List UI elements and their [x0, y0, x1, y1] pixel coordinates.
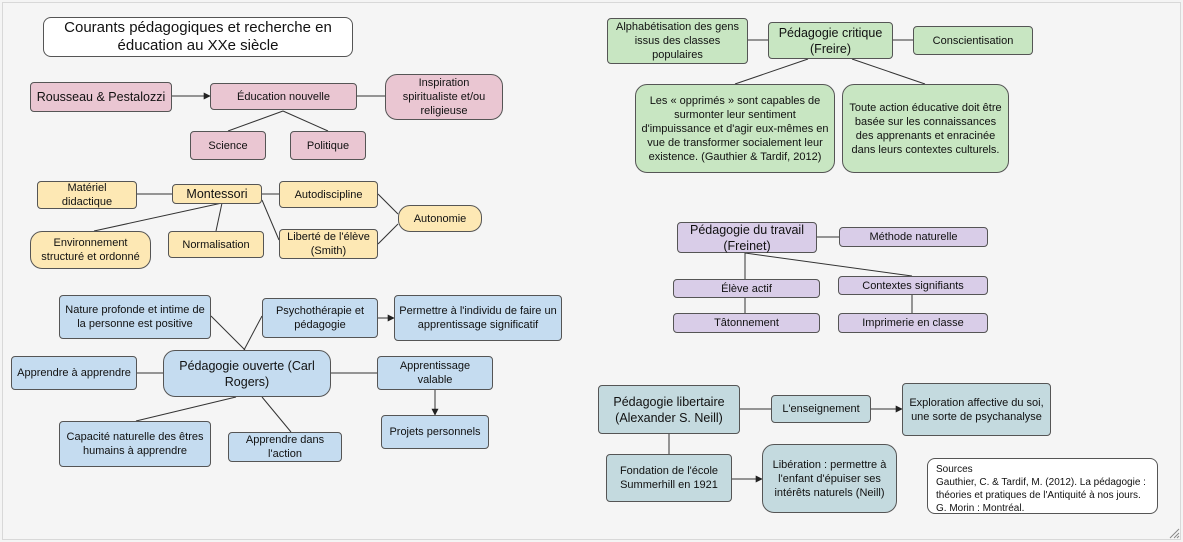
node-pedagogie-critique-freire: Pédagogie critique (Freire) [768, 22, 893, 59]
node-permettre-apprentissage: Permettre à l'individu de faire un appre… [394, 295, 562, 341]
node-liberte-eleve: Liberté de l'élève (Smith) [279, 229, 378, 259]
node-capacite-naturelle: Capacité naturelle des êtres humains à a… [59, 421, 211, 467]
node-environnement: Environnement structuré et ordonné [30, 231, 151, 269]
node-exploration-affective: Exploration affective du soi, une sorte … [902, 383, 1051, 436]
node-autonomie: Autonomie [398, 205, 482, 232]
node-materiel-didactique: Matériel didactique [37, 181, 137, 209]
sources-heading: Sources [936, 464, 973, 475]
node-pedagogie-ouverte-rogers: Pédagogie ouverte (Carl Rogers) [163, 350, 331, 397]
sources-box: Sources Gauthier, C. & Tardif, M. (2012)… [927, 458, 1158, 514]
node-autodiscipline: Autodiscipline [279, 181, 378, 208]
sources-text: Gauthier, C. & Tardif, M. (2012). La péd… [936, 477, 1146, 514]
node-montessori: Montessori [172, 184, 262, 204]
node-methode-naturelle: Méthode naturelle [839, 227, 988, 247]
node-normalisation: Normalisation [168, 231, 264, 258]
node-apprentissage-valable: Apprentissage valable [377, 356, 493, 390]
node-opprimes: Les « opprimés » sont capables de surmon… [635, 84, 835, 173]
resize-grip-icon[interactable] [1168, 527, 1180, 539]
node-alphabetisation: Alphabétisation des gens issus des class… [607, 18, 748, 64]
node-rousseau-pestalozzi: Rousseau & Pestalozzi [30, 82, 172, 112]
node-enseignement: L'enseignement [771, 395, 871, 423]
node-contextes-signifiants: Contextes signifiants [838, 276, 988, 295]
node-tatonnement: Tâtonnement [673, 313, 820, 333]
node-eleve-actif: Élève actif [673, 279, 820, 298]
node-projets-personnels: Projets personnels [381, 415, 489, 449]
node-conscientisation: Conscientisation [913, 26, 1033, 55]
node-pedagogie-du-travail-freinet: Pédagogie du travail (Freinet) [677, 222, 817, 253]
node-fondation-summerhill: Fondation de l'école Summerhill en 1921 [606, 454, 732, 502]
node-politique: Politique [290, 131, 366, 160]
node-inspiration: Inspiration spiritualiste et/ou religieu… [385, 74, 503, 120]
node-imprimerie-en-classe: Imprimerie en classe [838, 313, 988, 333]
node-liberation: Libération : permettre à l'enfant d'épui… [762, 444, 897, 513]
node-apprendre-a-apprendre: Apprendre à apprendre [11, 356, 137, 390]
node-apprendre-dans-action: Apprendre dans l'action [228, 432, 342, 462]
node-psychotherapie: Psychothérapie et pédagogie [262, 298, 378, 338]
node-education-nouvelle: Éducation nouvelle [210, 83, 357, 110]
diagram-title: Courants pédagogiques et recherche en éd… [43, 17, 353, 57]
node-nature-profonde: Nature profonde et intime de la personne… [59, 295, 211, 339]
node-pedagogie-libertaire-neill: Pédagogie libertaire (Alexander S. Neill… [598, 385, 740, 434]
node-science: Science [190, 131, 266, 160]
node-toute-action-educative: Toute action éducative doit être basée s… [842, 84, 1009, 173]
